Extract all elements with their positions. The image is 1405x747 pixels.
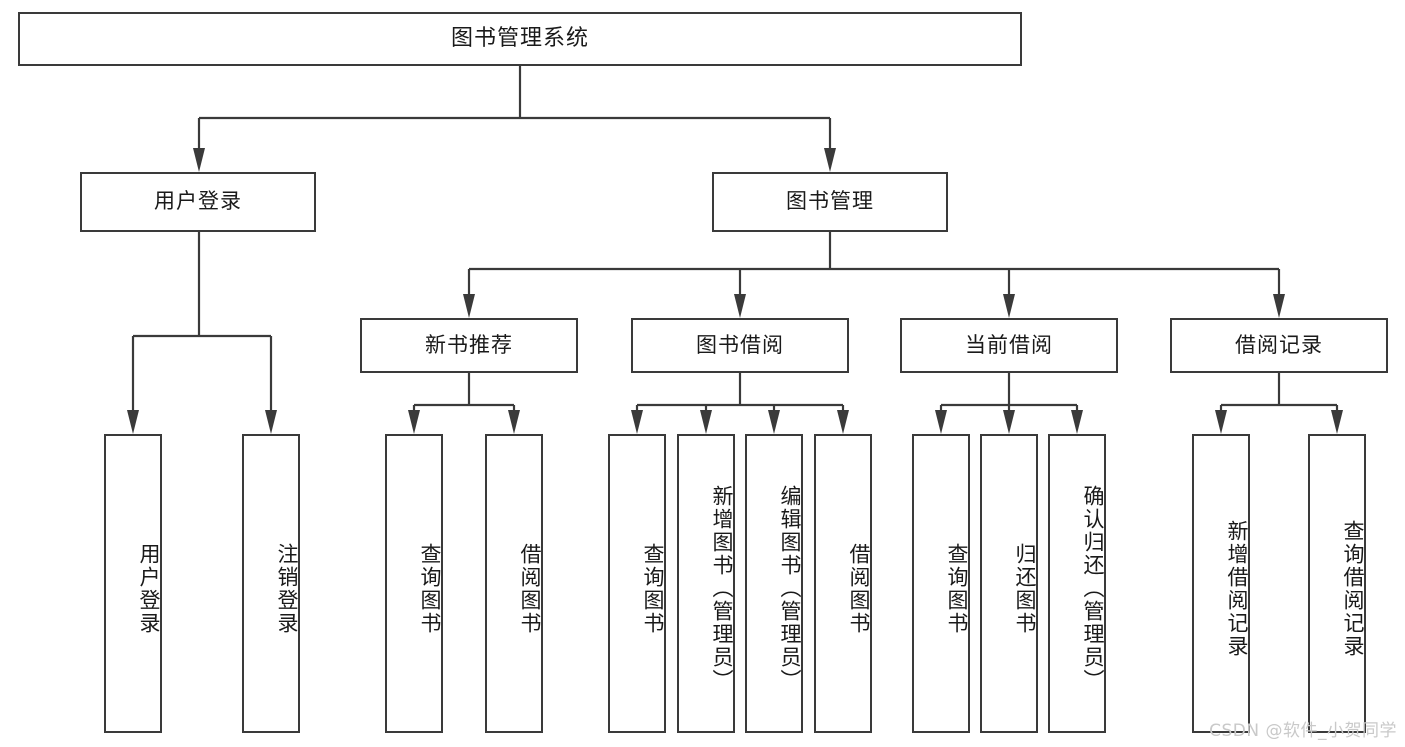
node-user-login[interactable]: 用户登录	[80, 172, 316, 232]
node-leaf-query-record-label: 查询借阅记录	[1341, 519, 1365, 658]
arrow-leaf-user-logout	[265, 410, 277, 434]
node-current-borrow-label: 当前借阅	[965, 332, 1053, 357]
node-leaf-return-book-label: 归还图书	[1013, 542, 1037, 635]
arrow-borrow-record	[1273, 294, 1285, 318]
arrow-leaf-return-book	[1003, 410, 1015, 434]
arrow-new-book-recommend	[463, 294, 475, 318]
node-leaf-confirm-return[interactable]: 确认归还（管理员）	[1048, 434, 1106, 733]
node-leaf-borrow-book-2-label: 借阅图书	[847, 542, 871, 635]
node-leaf-add-book[interactable]: 新增图书（管理员）	[677, 434, 735, 733]
arrow-leaf-borrow-book-2	[837, 410, 849, 434]
node-borrow-record-label: 借阅记录	[1235, 332, 1323, 357]
node-leaf-borrow-book-2[interactable]: 借阅图书	[814, 434, 872, 733]
arrow-leaf-user-login	[127, 410, 139, 434]
node-leaf-user-login-label: 用户登录	[137, 542, 161, 635]
node-leaf-user-logout-label: 注销登录	[275, 542, 299, 635]
arrow-leaf-edit-book	[768, 410, 780, 434]
node-leaf-query-book-2[interactable]: 查询图书	[608, 434, 666, 733]
arrow-userlogin	[193, 148, 205, 172]
node-book-management[interactable]: 图书管理	[712, 172, 948, 232]
node-current-borrow[interactable]: 当前借阅	[900, 318, 1118, 373]
node-book-borrow[interactable]: 图书借阅	[631, 318, 849, 373]
node-leaf-query-book-3[interactable]: 查询图书	[912, 434, 970, 733]
node-leaf-query-book-1-label: 查询图书	[418, 542, 442, 635]
arrow-leaf-borrow-book-1	[508, 410, 520, 434]
arrow-leaf-confirm-return	[1071, 410, 1083, 434]
node-root-label: 图书管理系统	[450, 25, 589, 51]
arrow-leaf-add-record	[1215, 410, 1227, 434]
arrow-current-borrow	[1003, 294, 1015, 318]
arrow-book-borrow	[734, 294, 746, 318]
node-root[interactable]: 图书管理系统	[18, 12, 1022, 66]
arrow-bookmgmt	[824, 148, 836, 172]
node-user-login-label: 用户登录	[154, 189, 242, 214]
node-new-book-recommend-label: 新书推荐	[425, 332, 513, 357]
node-leaf-query-book-3-label: 查询图书	[945, 542, 969, 635]
node-leaf-borrow-book-1-label: 借阅图书	[518, 542, 542, 635]
node-leaf-user-logout[interactable]: 注销登录	[242, 434, 300, 733]
node-leaf-return-book[interactable]: 归还图书	[980, 434, 1038, 733]
node-leaf-user-login[interactable]: 用户登录	[104, 434, 162, 733]
node-leaf-add-record[interactable]: 新增借阅记录	[1192, 434, 1250, 733]
node-leaf-query-book-1[interactable]: 查询图书	[385, 434, 443, 733]
node-leaf-confirm-return-label: 确认归还（管理员）	[1081, 485, 1105, 692]
arrow-leaf-query-book-3	[935, 410, 947, 434]
node-new-book-recommend[interactable]: 新书推荐	[360, 318, 578, 373]
node-leaf-edit-book[interactable]: 编辑图书（管理员）	[745, 434, 803, 733]
arrow-leaf-add-book	[700, 410, 712, 434]
watermark: CSDN @软件_小贺同学	[1209, 721, 1397, 741]
node-leaf-add-book-label: 新增图书（管理员）	[710, 485, 734, 692]
node-leaf-edit-book-label: 编辑图书（管理员）	[778, 485, 802, 692]
arrow-leaf-query-book-2	[631, 410, 643, 434]
arrow-leaf-query-book-1	[408, 410, 420, 434]
node-leaf-borrow-book-1[interactable]: 借阅图书	[485, 434, 543, 733]
arrow-leaf-query-record	[1331, 410, 1343, 434]
node-book-borrow-label: 图书借阅	[696, 332, 784, 357]
node-leaf-query-book-2-label: 查询图书	[641, 542, 665, 635]
node-leaf-add-record-label: 新增借阅记录	[1225, 519, 1249, 658]
node-borrow-record[interactable]: 借阅记录	[1170, 318, 1388, 373]
node-book-management-label: 图书管理	[786, 189, 874, 214]
node-leaf-query-record[interactable]: 查询借阅记录	[1308, 434, 1366, 733]
